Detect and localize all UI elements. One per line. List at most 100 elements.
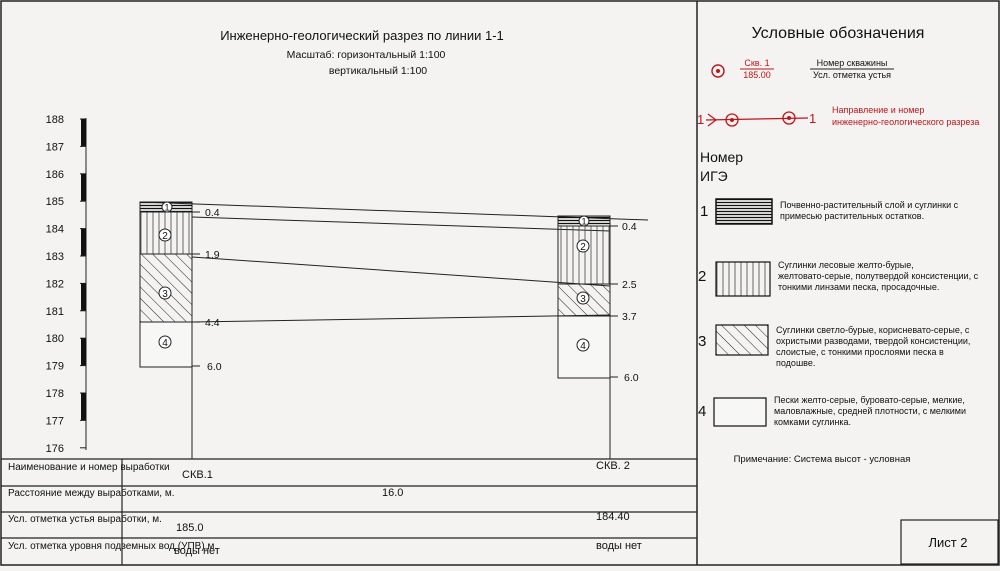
svg-text:1: 1 [700, 203, 708, 220]
well-1-groundwater: воды нет [174, 545, 220, 557]
well-1-layer-labels: 1 2 3 4 [158, 201, 173, 349]
legend-title: Условные обозначения [752, 25, 925, 42]
svg-text:охристыми разводами, твердой к: охристыми разводами, твердой консистенци… [776, 336, 970, 346]
scale-line-2: вертикальный 1:100 [329, 65, 427, 77]
legend-item-1: 1 Почвенно-растительный слой и суглинки … [700, 198, 959, 225]
svg-text:1: 1 [697, 112, 704, 127]
svg-text:2: 2 [580, 242, 586, 253]
row-label-distance: Расстояние между выработками, м. [8, 487, 175, 499]
svg-text:1: 1 [164, 203, 169, 213]
svg-text:6.0: 6.0 [207, 361, 222, 373]
elevation-tick-label: 176 [46, 443, 64, 455]
svg-text:0.4: 0.4 [622, 221, 637, 233]
ige-header-line1: Номер [700, 149, 743, 165]
elevation-tick-label: 186 [46, 169, 64, 181]
svg-text:4: 4 [162, 338, 168, 349]
distance-between-wells: 16.0 [382, 487, 403, 499]
legend-note: Примечание: Система высот - условная [734, 454, 911, 465]
ige-header-line2: ИГЭ [700, 168, 728, 184]
elevation-tick-label: 180 [46, 333, 64, 345]
scale-line-1: Масштаб: горизонтальный 1:100 [287, 49, 446, 61]
layer-boundary-3-4 [191, 314, 611, 323]
elevation-tick-label: 184 [46, 224, 64, 236]
elevation-scale-bar-segment [81, 283, 86, 311]
elevation-scale-bar-segment [81, 228, 86, 256]
svg-text:комками суглинка.: комками суглинка. [774, 417, 851, 427]
svg-text:инженерно-геологического разре: инженерно-геологического разреза [832, 117, 979, 127]
svg-text:2.5: 2.5 [622, 279, 637, 291]
row-label-well-name: Наименование и номер выработки [8, 461, 170, 473]
well-2-groundwater: воды нет [596, 540, 642, 552]
well-2-id: СКВ. 2 [596, 460, 630, 472]
svg-text:3: 3 [698, 333, 706, 350]
svg-text:Почвенно-растительный слой и с: Почвенно-растительный слой и суглинки с [780, 200, 959, 210]
well-2-layer-labels: 1 2 3 4 [576, 215, 590, 352]
legend-item-3: 3 Суглинки светло-бурые, корисневато-сер… [698, 324, 970, 368]
elevation-tick-label: 177 [46, 415, 64, 427]
svg-text:маловлажные, средней плотности: маловлажные, средней плотности, с мелким… [774, 406, 966, 416]
svg-text:тонкими линзами песка, просадо: тонкими линзами песка, просадочные. [778, 282, 939, 292]
svg-text:примесью растительных остатков: примесью растительных остатков. [780, 211, 924, 221]
svg-text:Пески желто-серые, буровато-се: Пески желто-серые, буровато-серые, мелки… [774, 395, 965, 405]
svg-text:185.00: 185.00 [743, 70, 771, 80]
well-data-table: Наименование и номер выработки Расстояни… [1, 450, 697, 565]
legend-well-symbol: Скв. 1 185.00 Номер скважины Усл. отметк… [711, 58, 894, 80]
svg-text:4: 4 [698, 403, 706, 420]
well-column-2 [557, 215, 618, 450]
legend-section-line-symbol: 1 1 Направление и номер инженерно-геолог… [697, 105, 979, 127]
elevation-tick-label: 188 [46, 114, 64, 126]
svg-text:Усл. отметка уровня подземных: Усл. отметка уровня подземных вод (УПВ),… [8, 541, 217, 552]
elevation-scale-bar-segment [81, 338, 86, 366]
elevation-tick-label: 178 [46, 388, 64, 400]
svg-text:Скв. 1: Скв. 1 [744, 58, 769, 68]
row-label-groundwater: Усл. отметка уровня подземных вод (УПВ),… [8, 541, 217, 552]
legend-item-4: 4 Пески желто-серые, буровато-серые, мел… [698, 395, 966, 427]
svg-text:Расстояние между выработками,: Расстояние между выработками, м. [8, 487, 175, 499]
well-column-1 [139, 201, 200, 450]
elevation-tick-label: 185 [46, 196, 64, 208]
svg-text:Суглинки светло-бурые, корисне: Суглинки светло-бурые, корисневато-серые… [776, 325, 970, 335]
layer-boundary-1-2 [191, 216, 611, 232]
svg-text:Направление и номер: Направление и номер [832, 105, 924, 115]
svg-text:3: 3 [580, 294, 586, 305]
elevation-scale-bar-segment [81, 173, 86, 202]
well-2-depth-labels: 0.4 2.5 3.7 6.0 [622, 221, 639, 384]
svg-text:Наименование и номер выработки: Наименование и номер выработки [8, 461, 170, 473]
well-1-id: СКВ.1 [182, 469, 213, 481]
elevation-tick-label: 179 [46, 361, 64, 373]
elevation-scale-bar-segment [81, 119, 86, 147]
sheet-number: Лист 2 [928, 535, 967, 550]
elevation-tick-label: 181 [46, 306, 64, 318]
section-title: Инженерно-геологический разрез по линии … [220, 28, 504, 43]
svg-text:3.7: 3.7 [622, 311, 637, 323]
svg-text:Усл. отметка устья выработки,: Усл. отметка устья выработки, м. [8, 513, 162, 525]
well-2-elevation: 184.40 [596, 511, 630, 523]
svg-text:подошве.: подошве. [776, 358, 815, 368]
elevation-tick-label: 182 [46, 278, 64, 290]
svg-text:1: 1 [809, 111, 816, 126]
svg-text:Суглинки лесовые желто-бурые,: Суглинки лесовые желто-бурые, [778, 260, 914, 270]
svg-text:Усл. отметка устья: Усл. отметка устья [813, 70, 891, 80]
svg-text:2: 2 [162, 231, 168, 242]
layer-boundary-2-3 [191, 256, 611, 287]
svg-text:3: 3 [162, 289, 168, 300]
svg-text:1.9: 1.9 [205, 249, 220, 261]
svg-text:4: 4 [580, 341, 586, 352]
elevation-tick-label: 187 [46, 141, 64, 153]
sheet-number-box [900, 519, 999, 565]
svg-text:6.0: 6.0 [624, 372, 639, 384]
elevation-tick-label: 183 [46, 251, 64, 263]
legend-item-2: 2 Суглинки лесовые желто-бурые, желтоват… [698, 260, 979, 297]
svg-text:слоистые, с тонкими прослоями: слоистые, с тонкими прослоями песка в [776, 347, 944, 357]
well-1-depth-labels: 0.4 1.9 4.4 6.0 [205, 207, 222, 373]
svg-text:4.4: 4.4 [205, 317, 220, 329]
svg-text:желтовато-серые, полутвердой к: желтовато-серые, полутвердой консистенци… [778, 271, 979, 281]
svg-text:1: 1 [581, 217, 586, 227]
svg-text:2: 2 [698, 268, 706, 285]
elevation-scale: 188 187 186 185 184 183 182 181 180 179 178 177 176 [46, 114, 87, 455]
row-label-elevation: Усл. отметка устья выработки, м. [8, 513, 162, 525]
svg-text:0.4: 0.4 [205, 207, 220, 219]
well-1-elevation: 185.0 [176, 522, 204, 534]
